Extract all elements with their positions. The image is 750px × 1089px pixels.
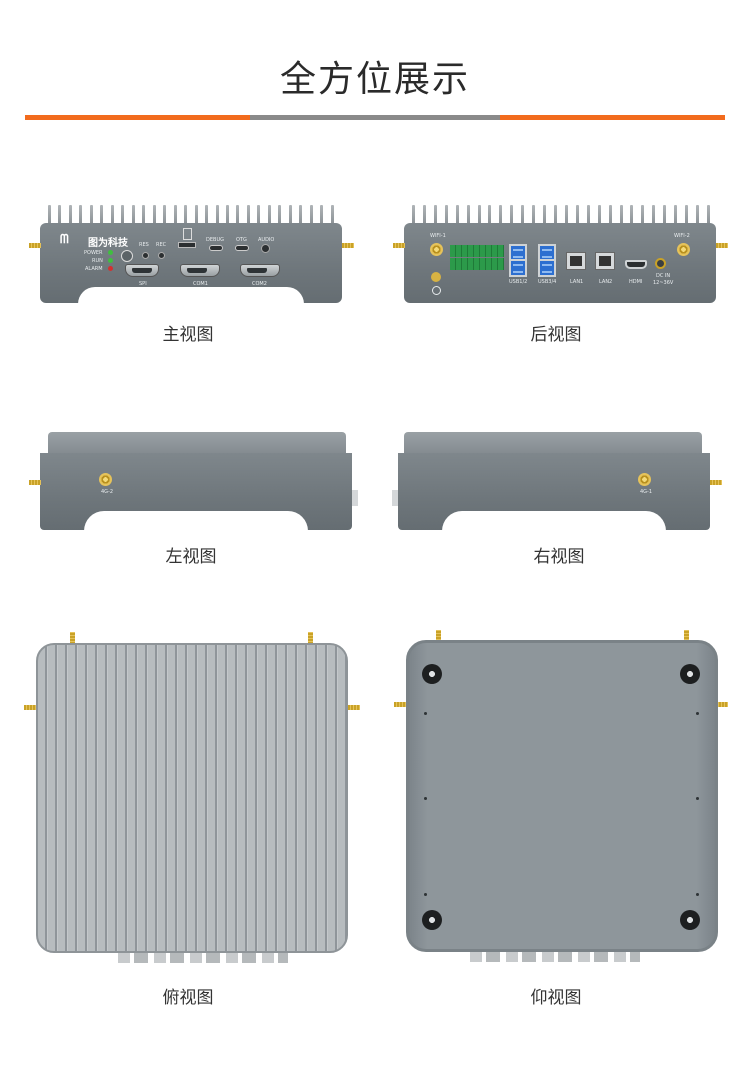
dc-in-label: DC IN — [656, 273, 671, 279]
heatsink-fins-rear — [412, 205, 710, 225]
wifi2-connector[interactable] — [677, 243, 690, 256]
page-title: 全方位展示 — [279, 59, 470, 100]
terminal-block-bottom[interactable] — [450, 258, 504, 270]
audio-label: AUDIO — [258, 237, 275, 243]
lan2-label: LAN2 — [599, 279, 613, 285]
rubber-foot-bottom-left — [422, 910, 442, 930]
spi-serial-port[interactable] — [125, 264, 159, 277]
com1-label: COM1 — [193, 281, 208, 287]
antenna-left-rear — [393, 243, 405, 248]
4g2-connector[interactable] — [99, 473, 112, 486]
led-power — [108, 250, 113, 255]
res-label: RES — [139, 242, 149, 248]
left-view-heatsink-edge — [48, 432, 346, 454]
recovery-button[interactable] — [158, 252, 165, 259]
usb12-label: USB1/2 — [509, 279, 528, 285]
heatsink-fins-front — [48, 205, 334, 225]
power-button[interactable] — [121, 250, 133, 262]
antenna-right-front — [342, 243, 354, 248]
led-label-power: POWER — [84, 250, 103, 256]
usb34-label: USB3/4 — [538, 279, 557, 285]
right-view-label: 右视图 — [533, 547, 585, 567]
spi-label: SPI — [139, 281, 147, 287]
wifi2-label: WIFI-2 — [674, 233, 690, 239]
ground-symbol-icon — [432, 286, 441, 295]
com2-label: COM2 — [252, 281, 267, 287]
antenna-top-2 — [308, 632, 313, 644]
lan1-label: LAN1 — [570, 279, 584, 285]
top-view-front-ports — [118, 953, 288, 963]
antenna-top-left — [24, 705, 36, 710]
wifi1-connector[interactable] — [430, 243, 443, 256]
ground-screw-icon — [431, 272, 441, 282]
title-bar-right — [500, 115, 725, 120]
debug-label: DEBUG — [206, 237, 224, 243]
4g1-connector[interactable] — [638, 473, 651, 486]
bottom-view-front-ports — [470, 952, 640, 962]
led-label-alarm: ALARM — [85, 266, 103, 272]
antenna-right-side-right — [710, 480, 722, 485]
screw-5 — [696, 797, 699, 800]
hdmi-port[interactable] — [625, 260, 647, 269]
lan2-port[interactable] — [595, 252, 615, 270]
antenna-bottom-1 — [436, 630, 441, 642]
rubber-foot-top-left — [422, 664, 442, 684]
com2-serial-port[interactable] — [240, 264, 280, 277]
led-alarm — [108, 266, 113, 271]
title-bar-middle — [250, 115, 500, 120]
bottom-plate — [406, 640, 718, 952]
right-view-heatsink-edge — [404, 432, 702, 454]
rear-port-stub-right — [392, 490, 398, 506]
terminal-block-top[interactable] — [450, 245, 504, 257]
led-run — [108, 258, 113, 263]
sd-card-label-box — [183, 228, 192, 240]
4g1-label: 4G-1 — [640, 489, 653, 495]
title-bar-left — [25, 115, 250, 120]
top-heatsink — [36, 643, 348, 953]
rubber-foot-bottom-right — [680, 910, 700, 930]
usb34-port-bottom[interactable] — [538, 259, 556, 277]
rec-label: REC — [156, 242, 167, 248]
usb12-port-bottom[interactable] — [509, 259, 527, 277]
rear-port-stub-left — [352, 490, 358, 506]
led-label-run: RUN — [92, 258, 103, 264]
rear-view-label: 后视图 — [530, 325, 582, 345]
top-view-label: 俯视图 — [162, 988, 214, 1008]
sd-card-slot[interactable] — [178, 242, 196, 248]
bottom-view-label: 仰视图 — [530, 988, 582, 1008]
left-side-cutout — [84, 511, 308, 531]
right-side-cutout — [442, 511, 666, 531]
screw-1 — [424, 712, 427, 715]
front-view-label: 主视图 — [162, 325, 214, 345]
dc-in-jack[interactable] — [655, 258, 666, 269]
audio-jack[interactable] — [261, 244, 270, 253]
reset-button[interactable] — [142, 252, 149, 259]
wifi1-label: WIFI-1 — [430, 233, 446, 239]
brand-logo-icon: ᗰ — [60, 232, 69, 246]
otg-label: OTG — [236, 237, 247, 243]
antenna-top-1 — [70, 632, 75, 644]
brand-name: 图为科技 — [88, 238, 128, 249]
rubber-foot-top-right — [680, 664, 700, 684]
antenna-top-right — [348, 705, 360, 710]
debug-port[interactable] — [209, 245, 223, 251]
hdmi-label: HDMI — [629, 279, 643, 285]
com1-serial-port[interactable] — [180, 264, 220, 277]
lan1-port[interactable] — [566, 252, 586, 270]
left-view-label: 左视图 — [165, 547, 217, 567]
screw-6 — [696, 893, 699, 896]
antenna-right-rear — [716, 243, 728, 248]
antenna-bottom-2 — [684, 630, 689, 642]
otg-port[interactable] — [235, 245, 249, 251]
antenna-bottom-right — [716, 702, 728, 707]
antenna-left-side-left — [29, 480, 41, 485]
screw-2 — [424, 797, 427, 800]
dc-range-label: 12~36V — [653, 280, 674, 286]
screw-3 — [424, 893, 427, 896]
front-panel-cutout — [78, 287, 304, 304]
screw-4 — [696, 712, 699, 715]
4g2-label: 4G-2 — [101, 489, 114, 495]
antenna-left-front — [29, 243, 41, 248]
antenna-bottom-left — [394, 702, 406, 707]
